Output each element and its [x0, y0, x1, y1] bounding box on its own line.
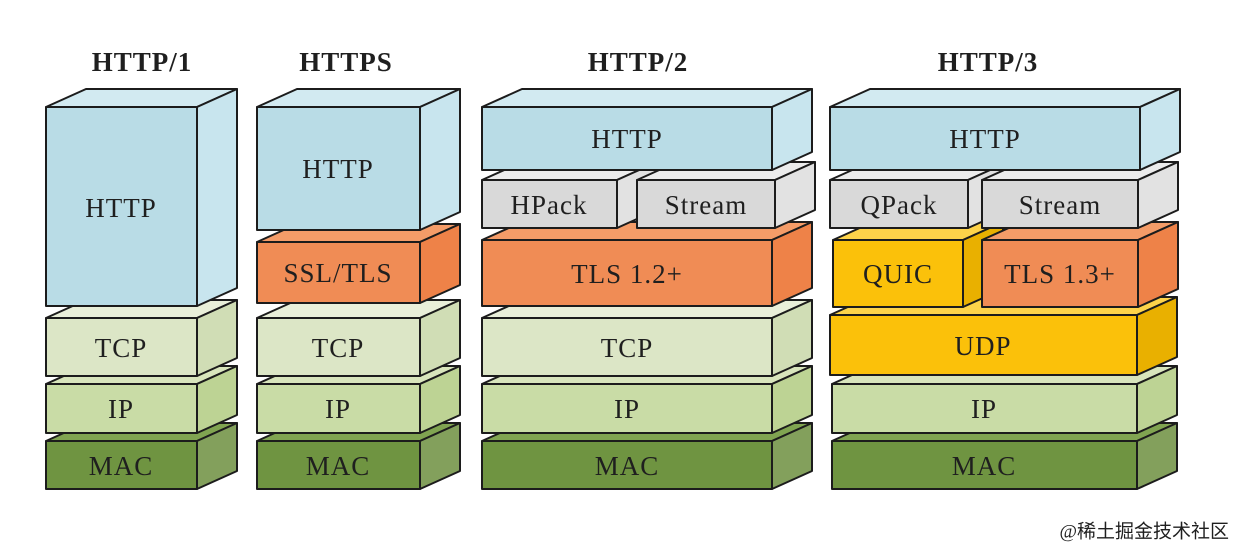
layer-label-quic: QUIC — [863, 259, 933, 289]
box-front-face — [829, 106, 1141, 171]
layer-label-tcp: TCP — [312, 333, 365, 363]
layer-label-ip: IP — [614, 394, 640, 424]
layer-label-http: HTTP — [85, 193, 157, 223]
box-front-face — [256, 383, 421, 434]
box-top-face — [829, 88, 1181, 108]
box-front-face — [256, 317, 421, 377]
layer-label-http: HTTP — [302, 154, 374, 184]
box-http2-tls12: TLS 1.2+ — [481, 221, 813, 307]
box-front-face — [481, 179, 618, 229]
layer-label-tls12: TLS 1.2+ — [571, 259, 683, 289]
box-http3-ip: IP — [831, 365, 1178, 434]
box-http2-http: HTTP — [481, 88, 813, 171]
layer-label-http: HTTP — [949, 124, 1021, 154]
box-front-face — [829, 179, 969, 229]
box-http1-tcp: TCP — [45, 299, 238, 377]
column-title-http1: HTTP/1 — [92, 47, 193, 77]
box-http1-http: HTTP — [45, 88, 238, 307]
layer-label-mac: MAC — [595, 451, 660, 481]
box-https-tcp: TCP — [256, 299, 461, 377]
box-front-face — [256, 440, 421, 490]
box-front-face — [831, 383, 1138, 434]
box-front-face — [45, 317, 198, 377]
box-http3-tls13: TLS 1.3+ — [981, 221, 1179, 308]
box-front-face — [256, 241, 421, 304]
box-top-face — [481, 88, 813, 108]
box-front-face — [832, 239, 964, 308]
column-title-https: HTTPS — [299, 47, 393, 77]
box-http2-hpack: HPack — [481, 161, 658, 229]
box-front-face — [481, 440, 773, 490]
box-front-face — [256, 106, 421, 231]
layer-label-mac: MAC — [952, 451, 1017, 481]
box-http2-stream: Stream — [636, 161, 816, 229]
column-title-http3: HTTP/3 — [938, 47, 1039, 77]
box-https-http: HTTP — [256, 88, 461, 231]
layer-label-udp: UDP — [954, 331, 1011, 361]
layer-label-ssl-tls: SSL/TLS — [283, 258, 392, 288]
box-front-face — [45, 440, 198, 490]
box-front-face — [981, 239, 1139, 308]
layer-label-mac: MAC — [89, 451, 154, 481]
box-https-ssl-tls: SSL/TLS — [256, 223, 461, 304]
layer-label-stream: Stream — [1019, 190, 1101, 220]
column-title-http2: HTTP/2 — [588, 47, 689, 77]
layer-label-http: HTTP — [591, 124, 663, 154]
layer-label-stream: Stream — [665, 190, 747, 220]
layer-label-tls13: TLS 1.3+ — [1004, 259, 1116, 289]
box-front-face — [829, 314, 1138, 376]
box-front-face — [45, 383, 198, 434]
layer-label-tcp: TCP — [95, 333, 148, 363]
box-front-face — [481, 317, 773, 377]
layer-label-mac: MAC — [306, 451, 371, 481]
box-front-face — [831, 440, 1138, 490]
box-front-face — [481, 106, 773, 171]
box-http3-stream: Stream — [981, 161, 1179, 229]
box-front-face — [481, 239, 773, 307]
box-front-face — [981, 179, 1139, 229]
box-http3-http: HTTP — [829, 88, 1181, 171]
layer-label-ip: IP — [325, 394, 351, 424]
layer-label-ip: IP — [108, 394, 134, 424]
layer-label-hpack: HPack — [511, 190, 588, 220]
box-http2-tcp: TCP — [481, 299, 813, 377]
box-front-face — [636, 179, 776, 229]
box-side-face — [196, 88, 238, 307]
box-https-mac: MAC — [256, 422, 461, 490]
watermark-text: @稀土掘金技术社区 — [1060, 521, 1230, 543]
layer-label-tcp: TCP — [601, 333, 654, 363]
layer-label-ip: IP — [971, 394, 997, 424]
box-http3-quic: QUIC — [832, 221, 1004, 308]
box-side-face — [419, 88, 461, 231]
box-front-face — [481, 383, 773, 434]
layer-label-qpack: QPack — [861, 190, 938, 220]
box-http3-udp: UDP — [829, 296, 1178, 376]
box-front-face — [45, 106, 198, 307]
